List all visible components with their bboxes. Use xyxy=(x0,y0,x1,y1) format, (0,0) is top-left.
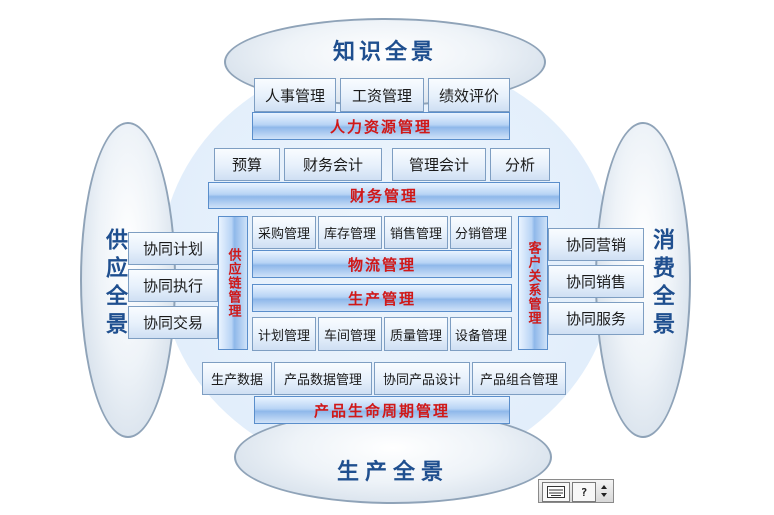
chevron-icon[interactable] xyxy=(597,482,611,500)
production-item-equipment[interactable]: 设备管理 xyxy=(450,317,512,351)
plm-item-collaborative-design[interactable]: 协同产品设计 xyxy=(374,362,470,395)
finance-management-bar[interactable]: 财务管理 xyxy=(208,182,560,209)
plm-management-bar[interactable]: 产品生命周期管理 xyxy=(254,396,510,424)
logistics-item-distribution[interactable]: 分销管理 xyxy=(450,216,512,249)
logistics-item-sales[interactable]: 销售管理 xyxy=(384,216,448,249)
finance-item-management-accounting[interactable]: 管理会计 xyxy=(392,148,486,181)
supply-item-execute[interactable]: 协同执行 xyxy=(128,269,218,302)
knowledge-panorama-title: 知识全景 xyxy=(332,40,437,65)
production-panorama-title: 生产全景 xyxy=(336,460,449,485)
supply-chain-management-bar[interactable]: 供应链管理 xyxy=(218,216,248,350)
plm-item-portfolio-management[interactable]: 产品组合管理 xyxy=(472,362,566,395)
logistics-item-purchasing[interactable]: 采购管理 xyxy=(252,216,316,249)
crm-item-service[interactable]: 协同服务 xyxy=(548,302,644,335)
supply-item-plan[interactable]: 协同计划 xyxy=(128,232,218,265)
keyboard-icon[interactable] xyxy=(542,482,570,502)
hr-item-salary[interactable]: 工资管理 xyxy=(340,78,424,112)
hr-management-bar[interactable]: 人力资源管理 xyxy=(252,112,510,140)
finance-item-budget[interactable]: 预算 xyxy=(214,148,280,181)
logistics-management-bar[interactable]: 物流管理 xyxy=(252,250,512,278)
production-item-workshop[interactable]: 车间管理 xyxy=(318,317,382,351)
production-panorama[interactable]: 生产全景 xyxy=(234,410,552,504)
crm-item-marketing[interactable]: 协同营销 xyxy=(548,228,644,261)
supply-item-trade[interactable]: 协同交易 xyxy=(128,306,218,339)
supply-panorama-title: 供应全景 xyxy=(102,228,127,340)
help-icon[interactable]: ? xyxy=(572,482,596,502)
finance-item-accounting[interactable]: 财务会计 xyxy=(284,148,382,181)
plm-item-production-data[interactable]: 生产数据 xyxy=(202,362,272,395)
production-item-planning[interactable]: 计划管理 xyxy=(252,317,316,351)
crm-item-sales[interactable]: 协同销售 xyxy=(548,265,644,298)
finance-item-analysis[interactable]: 分析 xyxy=(490,148,550,181)
production-management-bar[interactable]: 生产管理 xyxy=(252,284,512,312)
production-item-quality[interactable]: 质量管理 xyxy=(384,317,448,351)
hr-item-personnel[interactable]: 人事管理 xyxy=(254,78,336,112)
consumer-panorama-title: 消费全景 xyxy=(649,228,674,340)
crm-management-bar[interactable]: 客户关系管理 xyxy=(518,216,548,350)
floating-toolbar: ? xyxy=(538,479,614,503)
plm-item-product-data-management[interactable]: 产品数据管理 xyxy=(274,362,372,395)
logistics-item-inventory[interactable]: 库存管理 xyxy=(318,216,382,249)
hr-item-performance[interactable]: 绩效评价 xyxy=(428,78,510,112)
